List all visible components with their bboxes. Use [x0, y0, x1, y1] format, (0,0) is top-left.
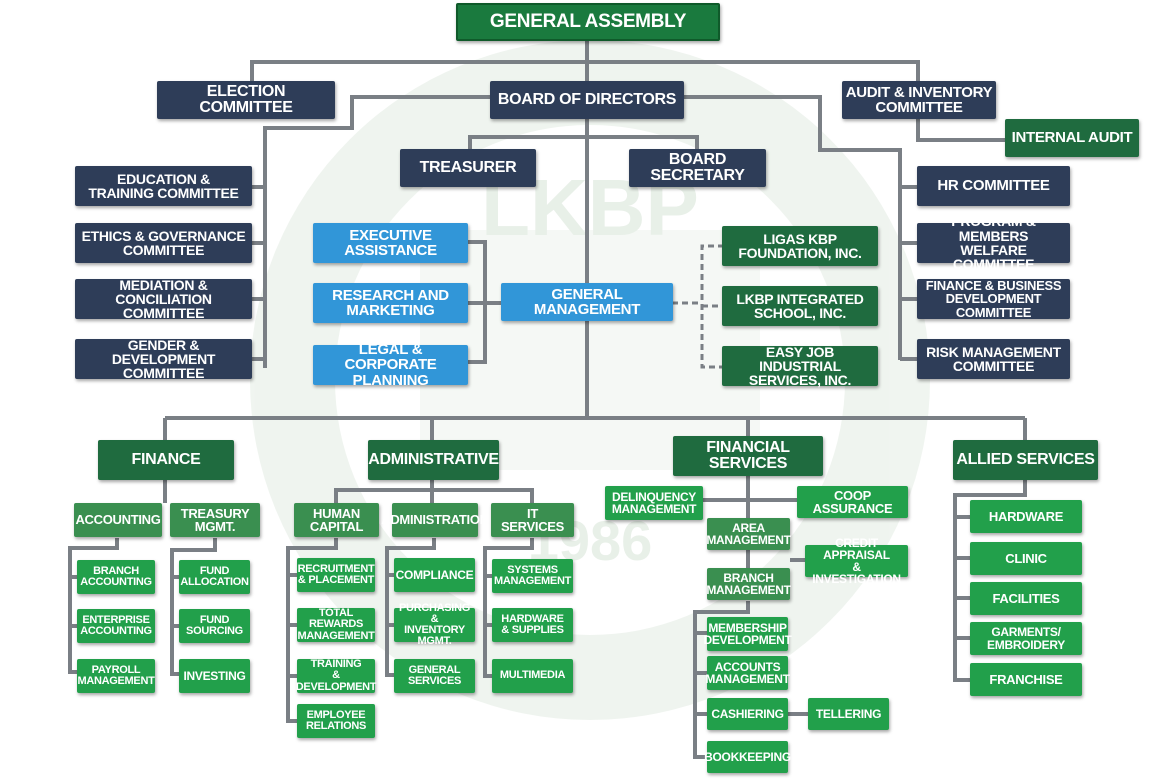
hardware-box[interactable]: HARDWARE	[970, 500, 1082, 533]
total-rewards-management-box[interactable]: TOTAL REWARDS MANAGEMENT	[297, 607, 375, 642]
investing-box[interactable]: INVESTING	[179, 659, 250, 693]
program-members-welfare-committee-box[interactable]: PROGRAM & MEMBERS WELFARE COMMITTEE	[917, 214, 1070, 271]
accounts-management-box[interactable]: ACCOUNTS MANAGEMENT	[705, 656, 790, 690]
purchasing-inventory-mgmt-box[interactable]: PURCHASING & INVENTORY MGMT.	[394, 602, 475, 647]
branch-management-box[interactable]: BRANCH MANAGEMENT	[706, 568, 791, 600]
fund-sourcing-box[interactable]: FUND SOURCING	[179, 609, 250, 643]
area-management-box[interactable]: AREA MANAGEMENT	[706, 518, 791, 550]
franchise-box[interactable]: FRANCHISE	[970, 663, 1082, 696]
human-capital-box[interactable]: HUMAN CAPITAL	[294, 503, 379, 537]
easy-job-industrial-services-box[interactable]: EASY JOB INDUSTRIAL SERVICES, INC.	[722, 344, 878, 387]
ligas-kbp-foundation-box[interactable]: LIGAS KBP FOUNDATION, INC.	[722, 226, 878, 266]
employee-relations-box[interactable]: EMPLOYEE RELATIONS	[297, 704, 375, 738]
credit-appraisal-investigation-box[interactable]: CREDIT APPRAISAL & INVESTIGATION	[805, 536, 908, 585]
treasury-mgmt-box[interactable]: TREASURY MGMT.	[170, 503, 260, 537]
facilities-box[interactable]: FACILITIES	[970, 582, 1082, 615]
branch-accounting-box[interactable]: BRANCH ACCOUNTING	[77, 560, 155, 594]
garments-embroidery-box[interactable]: GARMENTS/ EMBROIDERY	[970, 622, 1082, 655]
coop-assurance-box[interactable]: COOP ASSURANCE	[797, 486, 908, 518]
general-assembly-box[interactable]: GENERAL ASSEMBLY	[456, 3, 720, 41]
administration-box[interactable]: ADMINISTRATION	[381, 503, 489, 537]
delinquency-management-box[interactable]: DELINQUENCY MANAGEMENT	[605, 486, 703, 520]
recruitment-placement-box[interactable]: RECRUITMENT & PLACEMENT	[297, 558, 375, 592]
hr-committee-box[interactable]: HR COMMITTEE	[917, 166, 1070, 206]
finance-box[interactable]: FINANCE	[98, 440, 234, 480]
bookkeeping-box[interactable]: BOOKKEEPING	[704, 741, 791, 773]
allied-services-box[interactable]: ALLIED SERVICES	[953, 440, 1098, 480]
board-secretary-box[interactable]: BOARD SECRETARY	[629, 149, 766, 187]
enterprise-accounting-box[interactable]: ENTERPRISE ACCOUNTING	[77, 609, 155, 643]
legal-corporate-planning-box[interactable]: LEGAL & CORPORATE PLANNING	[313, 342, 468, 388]
treasurer-box[interactable]: TREASURER	[400, 149, 536, 187]
audit-inventory-committee-box[interactable]: AUDIT & INVENTORY COMMITTEE	[842, 81, 996, 119]
affiliate-dashed-lines	[672, 244, 724, 369]
systems-management-box[interactable]: SYSTEMS MANAGEMENT	[492, 559, 573, 593]
general-management-box[interactable]: GENERAL MANAGEMENT	[501, 283, 673, 321]
multimedia-box[interactable]: MULTIMEDIA	[492, 659, 573, 693]
payroll-management-box[interactable]: PAYROLL MANAGEMENT	[77, 659, 155, 693]
membership-development-box[interactable]: MEMBERSHIP DEVELOPMENT	[703, 617, 792, 651]
gender-development-committee-box[interactable]: GENDER & DEVELOPMENT COMMITTEE	[75, 337, 252, 380]
administrative-box[interactable]: ADMINISTRATIVE	[368, 440, 499, 480]
compliance-box[interactable]: COMPLIANCE	[394, 558, 475, 592]
ethics-governance-committee-box[interactable]: ETHICS & GOVERNANCE COMMITTEE	[75, 223, 252, 263]
risk-management-committee-box[interactable]: RISK MANAGEMENT COMMITTEE	[917, 339, 1070, 379]
election-committee-box[interactable]: ELECTION COMMITTEE	[157, 81, 335, 119]
finance-business-development-committee-box[interactable]: FINANCE & BUSINESS DEVELOPMENT COMMITTEE	[917, 279, 1070, 319]
tellering-box[interactable]: TELLERING	[808, 698, 889, 730]
clinic-box[interactable]: CLINIC	[970, 542, 1082, 575]
lkbp-integrated-school-box[interactable]: LKBP INTEGRATED SCHOOL, INC.	[722, 286, 878, 326]
cashiering-box[interactable]: CASHIERING	[707, 698, 788, 730]
executive-assistance-box[interactable]: EXECUTIVE ASSISTANCE	[313, 223, 468, 263]
it-services-box[interactable]: IT SERVICES	[491, 503, 574, 537]
general-services-box[interactable]: GENERAL SERVICES	[394, 659, 475, 693]
research-marketing-box[interactable]: RESEARCH AND MARKETING	[313, 283, 468, 323]
education-training-committee-box[interactable]: EDUCATION & TRAINING COMMITTEE	[75, 166, 252, 206]
hardware-supplies-box[interactable]: HARDWARE & SUPPLIES	[492, 608, 573, 642]
mediation-conciliation-committee-box[interactable]: MEDIATION & CONCILIATION COMMITTEE	[75, 277, 252, 320]
accounting-box[interactable]: ACCOUNTING	[74, 503, 162, 537]
board-of-directors-box[interactable]: BOARD OF DIRECTORS	[490, 81, 684, 119]
training-development-box[interactable]: TRAINING & DEVELOPMENT	[295, 658, 377, 693]
internal-audit-box[interactable]: INTERNAL AUDIT	[1005, 119, 1139, 157]
financial-services-box[interactable]: FINANCIAL SERVICES	[673, 436, 823, 476]
connector-lines	[68, 40, 1027, 759]
fund-allocation-box[interactable]: FUND ALLOCATION	[179, 560, 250, 594]
